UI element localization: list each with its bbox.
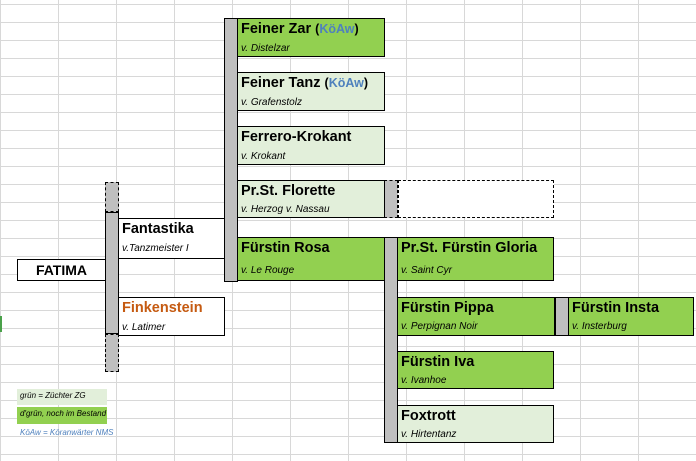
dam-name: Fürstin Rosa	[241, 240, 330, 256]
parent-box-finkenstein: Finkenstein v. Latimer	[119, 297, 225, 336]
koew-tag: KöAw	[319, 22, 355, 36]
offspring-name: Foxtrott	[401, 408, 456, 424]
dam-box-empty	[398, 180, 554, 218]
dam-box-feiner-tanz: Feiner Tanz (KöAw) v. Grafenstolz	[238, 72, 385, 111]
bar-pippa-line	[555, 297, 569, 336]
dam-box-fuerstin-rosa: Fürstin Rosa v. Le Rouge	[238, 237, 385, 281]
parent-name: Fantastika	[122, 221, 194, 237]
legend-koew: KöAw = Köranwärter NMS	[20, 428, 114, 437]
tag-close: )	[354, 22, 359, 36]
offspring-name: Pr.St. Fürstin Gloria	[401, 240, 538, 256]
offspring-name: Fürstin Iva	[401, 354, 475, 370]
dam-name: Feiner Tanz (KöAw)	[241, 75, 368, 91]
bar-parents-top	[105, 182, 119, 212]
koew-tag: KöAw	[328, 76, 364, 90]
row-marker	[0, 316, 2, 332]
dam-sire: v. Distelzar	[241, 43, 290, 54]
tag-close: )	[363, 76, 369, 90]
dam-name-text: Feiner Tanz	[241, 75, 321, 91]
parent-name: Finkenstein	[122, 300, 203, 316]
dam-name: Ferrero-Krokant	[241, 129, 352, 145]
dam-sire: v. Krokant	[241, 151, 286, 162]
root-name: FATIMA	[35, 262, 88, 278]
dam-sire: v. Grafenstolz	[241, 97, 302, 108]
dam-name: Feiner Zar (KöAw)	[241, 21, 359, 37]
rosa-box-foxtrott: Foxtrott v. Hirtentanz	[398, 405, 554, 443]
rosa-box-iva: Fürstin Iva v. Ivanhoe	[398, 351, 554, 389]
offspring-name: Fürstin Insta	[572, 300, 660, 316]
offspring-sire: v. Perpignan Noir	[401, 321, 478, 332]
dam-sire: v. Herzog v. Nassau	[241, 204, 330, 215]
offspring-sire: v. Ivanhoe	[401, 375, 447, 386]
rosa-box-pippa: Fürstin Pippa v. Perpignan Noir	[398, 297, 555, 336]
tag-open: (	[315, 22, 320, 36]
bar-dam-line	[224, 18, 238, 282]
dam-sire: v. Le Rouge	[241, 265, 295, 276]
bar-florette	[384, 180, 398, 218]
legend-light-green: grün = Züchter ZG	[17, 389, 107, 405]
offspring-sire: v. Saint Cyr	[401, 265, 452, 276]
offspring-sire: v. Hirtentanz	[401, 429, 457, 440]
bar-parents	[105, 212, 119, 334]
parent-sire: v. Latimer	[122, 322, 166, 333]
pippa-box-insta: Fürstin Insta v. Insterburg	[569, 297, 694, 336]
tag-open: (	[324, 76, 329, 90]
dam-name: Pr.St. Florette	[241, 183, 336, 199]
rosa-box-gloria: Pr.St. Fürstin Gloria v. Saint Cyr	[398, 237, 554, 281]
dam-box-florette: Pr.St. Florette v. Herzog v. Nassau	[238, 180, 385, 218]
bar-parents-bottom	[105, 334, 119, 372]
dam-box-feiner-zar: Feiner Zar (KöAw) v. Distelzar	[238, 18, 385, 57]
offspring-name: Fürstin Pippa	[401, 300, 494, 316]
parent-sire: v.Tanzmeister I	[122, 243, 189, 254]
legend-dark-green: d'grün, noch im Bestand	[17, 407, 107, 424]
dam-box-ferrero-krokant: Ferrero-Krokant v. Krokant	[238, 126, 385, 165]
bar-rosa-line	[384, 237, 398, 443]
root-horse: FATIMA	[17, 259, 106, 281]
dam-name-text: Feiner Zar	[241, 21, 312, 37]
offspring-sire: v. Insterburg	[572, 321, 627, 332]
parent-box-fantastika: Fantastika v.Tanzmeister I	[119, 218, 225, 259]
